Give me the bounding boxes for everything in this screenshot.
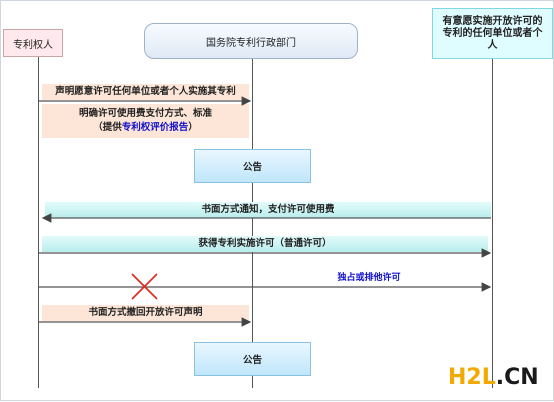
paren-open: （提供	[93, 122, 122, 133]
announcement-box-1: 公告	[194, 149, 311, 183]
actor-patentee: 专利权人	[3, 29, 63, 57]
announcement-2-label: 公告	[242, 355, 262, 366]
paren-close: ）	[188, 122, 198, 133]
logo-h2l: H2L	[448, 365, 496, 390]
message-specify-line2: （提供专利权评价报告）	[42, 121, 249, 135]
announcement-1-label: 公告	[242, 162, 262, 173]
message-obtain-label: 获得专利实施许可（普通许可）	[198, 238, 332, 249]
message-specify-line1: 明确许可使用费支付方式、标准	[78, 108, 212, 119]
actor-patentee-label: 专利权人	[13, 39, 53, 51]
announcement-box-2: 公告	[194, 342, 311, 376]
actor-office-label: 国务院专利行政部门	[206, 37, 296, 49]
actor-licensee-line2: 专利的任何单位或者个	[442, 27, 543, 39]
actor-licensee-line3: 人	[487, 39, 498, 51]
actor-office: 国务院专利行政部门	[144, 23, 358, 59]
message-exclusive: 独占或排他许可	[319, 271, 419, 285]
message-exclusive-label: 独占或排他许可	[337, 273, 401, 283]
message-declare-label: 声明愿意许可任何单位或者个人实施其专利	[55, 86, 236, 97]
message-obtain: 获得专利实施许可（普通许可）	[42, 236, 488, 252]
message-notify: 书面方式通知，支付许可使用费	[45, 202, 491, 218]
evaluation-report-link[interactable]: 专利权评价报告	[121, 122, 189, 133]
cross-mark-icon	[131, 273, 158, 300]
lifeline-office	[252, 53, 253, 388]
logo-cn: .CN	[495, 365, 539, 390]
message-specify: 明确许可使用费支付方式、标准 （提供专利权评价报告）	[42, 104, 249, 138]
message-withdraw-label: 书面方式撤回开放许可声明	[88, 307, 203, 318]
message-declare: 声明愿意许可任何单位或者个人实施其专利	[42, 84, 249, 100]
lifeline-patentee	[38, 53, 39, 388]
lifeline-licensee	[492, 53, 493, 388]
actor-licensee: 有意愿实施开放许可的 专利的任何单位或者个 人	[432, 8, 553, 59]
actor-licensee-line1: 有意愿实施开放许可的	[442, 15, 543, 27]
message-withdraw: 书面方式撤回开放许可声明	[42, 305, 249, 321]
h2l-logo: H2L.CN	[448, 365, 539, 390]
message-notify-label: 书面方式通知，支付许可使用费	[201, 204, 335, 215]
